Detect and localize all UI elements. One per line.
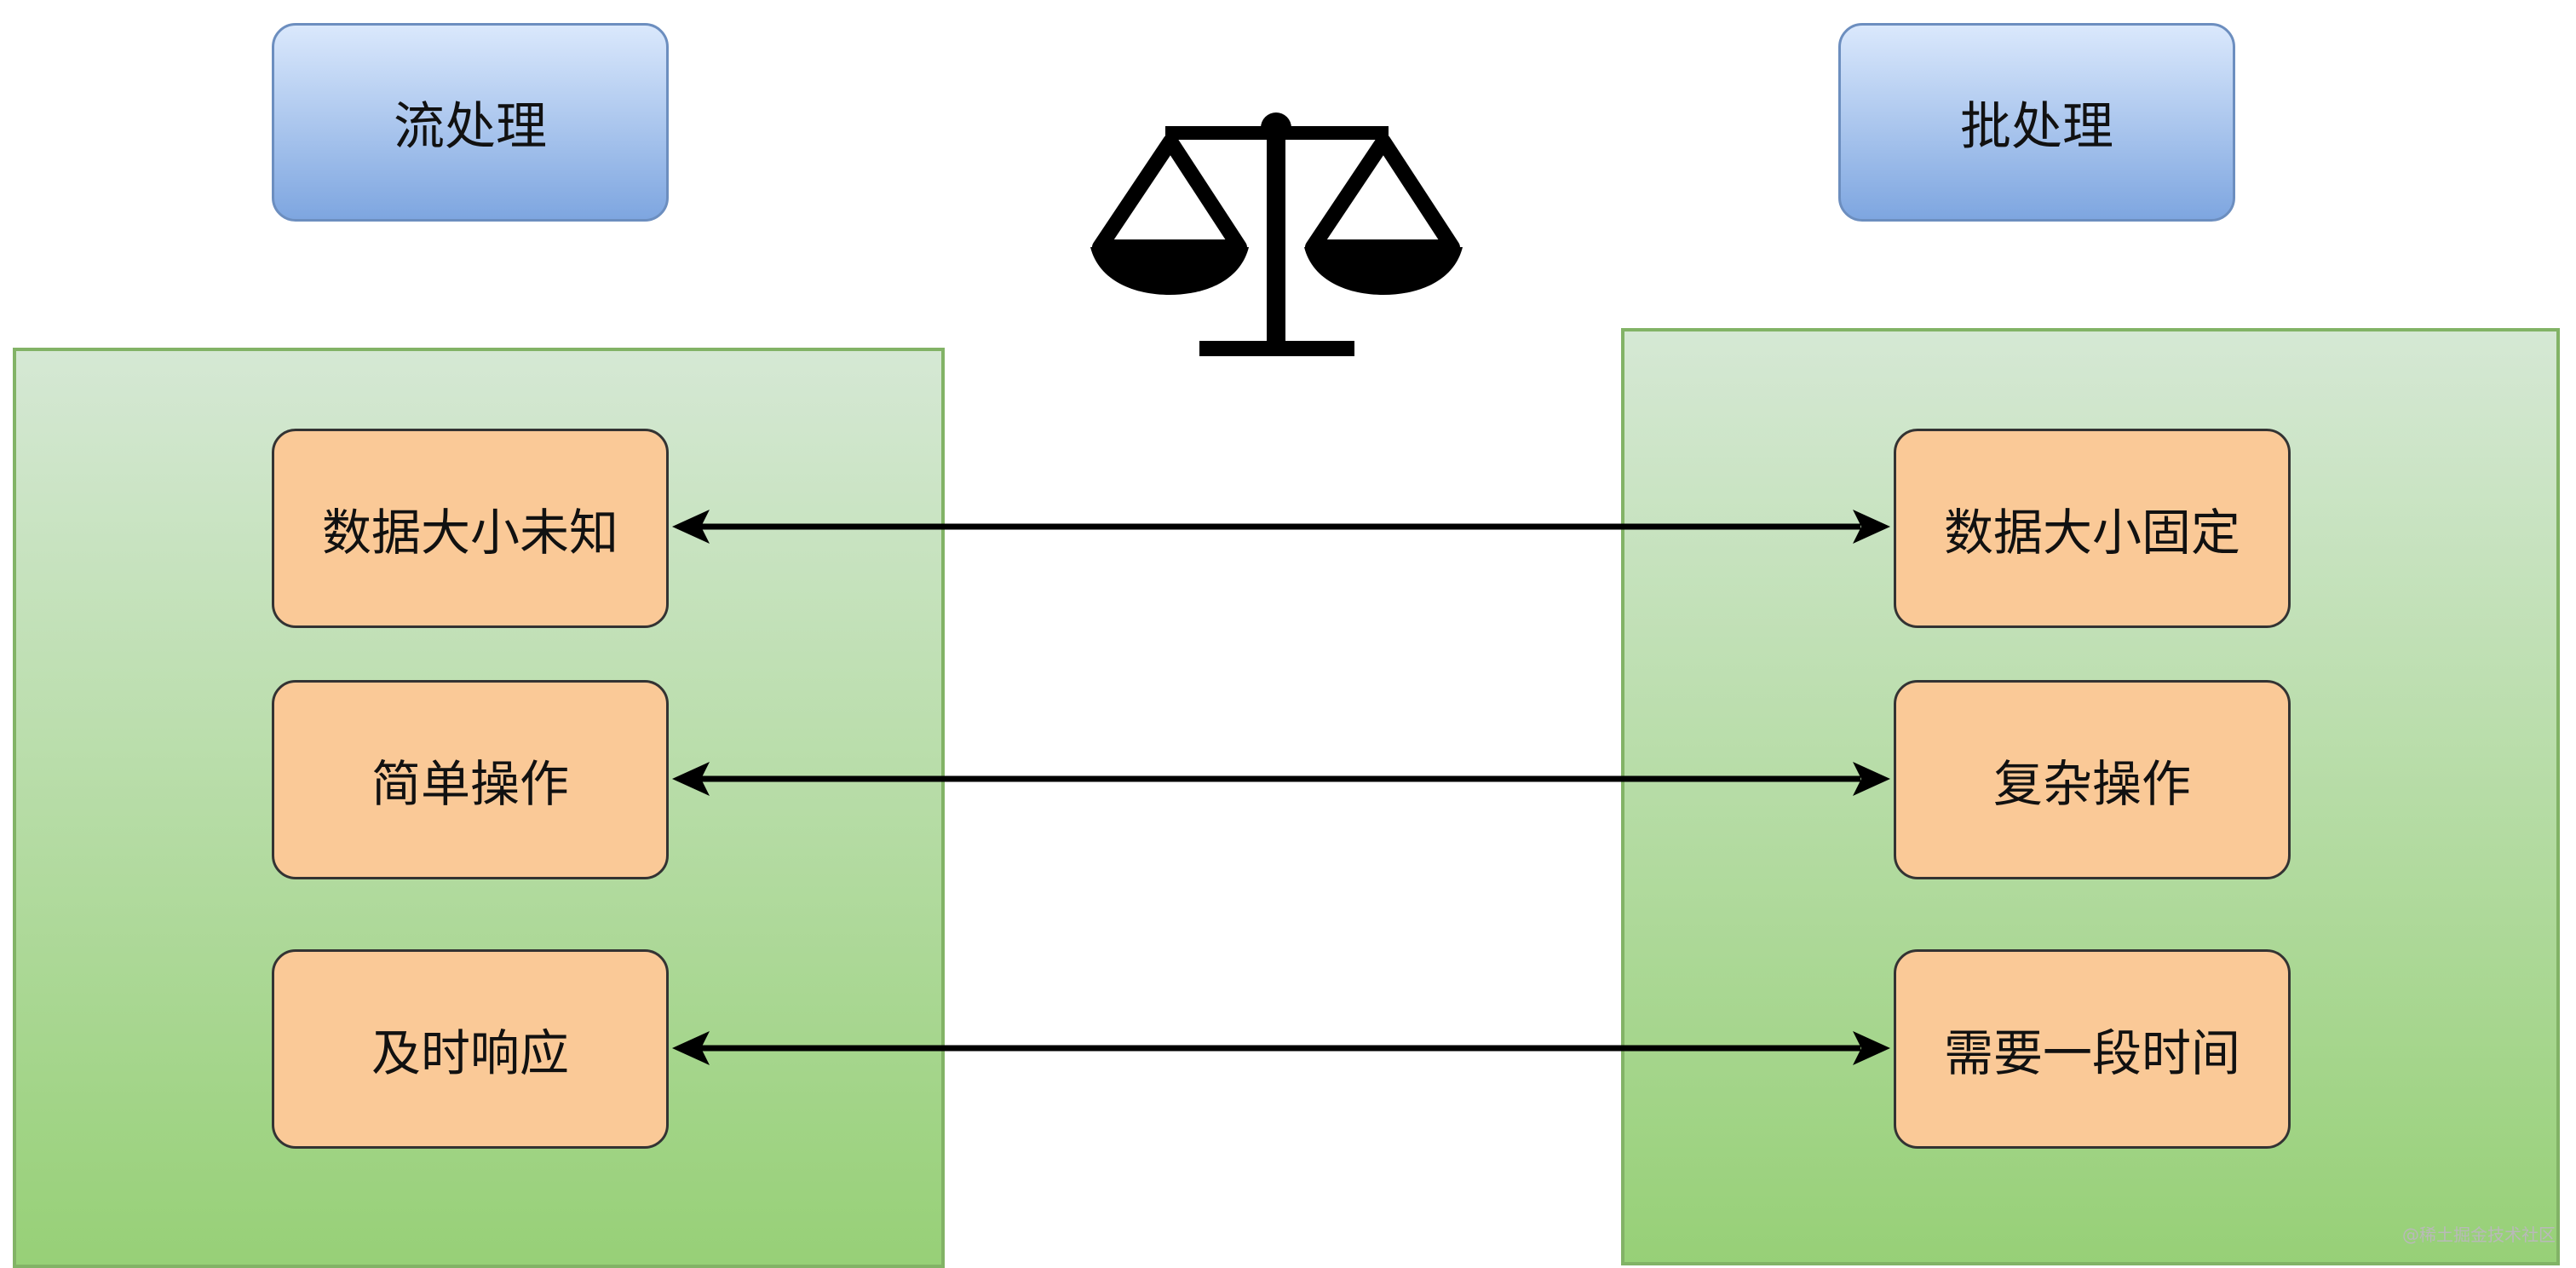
scale-of-justice-icon	[1090, 112, 1463, 356]
batch-item-data-size: 数据大小固定	[1894, 429, 2291, 628]
stream-item-operations: 简单操作	[272, 680, 669, 879]
watermark: @稀土掘金技术社区	[2402, 1225, 2556, 1245]
stream-processing-header: 流处理	[272, 23, 669, 222]
batch-processing-header: 批处理	[1838, 23, 2235, 222]
stream-item-response-time: 及时响应	[272, 949, 669, 1149]
batch-item-operations: 复杂操作	[1894, 680, 2291, 879]
stream-item-data-size: 数据大小未知	[272, 429, 669, 628]
batch-item-response-time: 需要一段时间	[1894, 949, 2291, 1149]
